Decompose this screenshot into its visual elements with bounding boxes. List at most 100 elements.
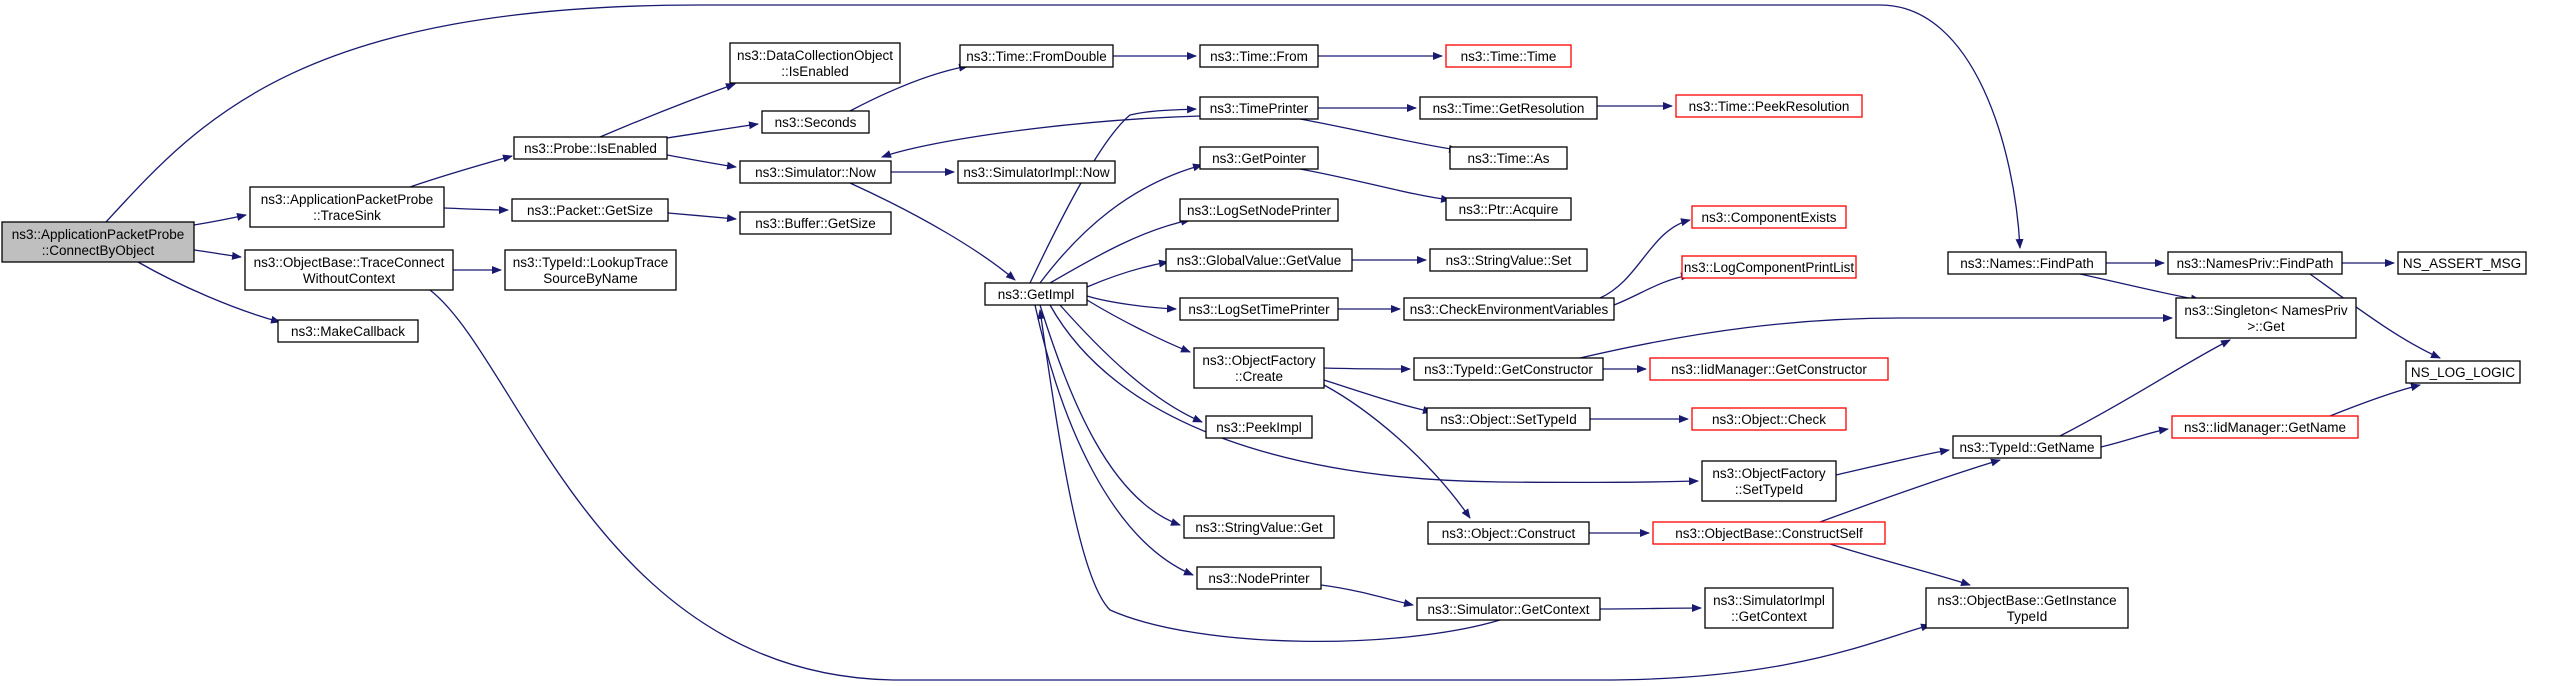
node-timefrom[interactable]: ns3::Time::From: [1199, 44, 1319, 68]
node-box-ptracquire: [1445, 197, 1572, 221]
node-box-dcoenabled: [729, 42, 901, 84]
node-label: ns3::Time::From: [1210, 49, 1308, 64]
node-packetgetsize[interactable]: ns3::Packet::GetSize: [511, 198, 669, 222]
node-probeenabled[interactable]: ns3::Probe::IsEnabled: [513, 136, 668, 160]
node-timeprinter[interactable]: ns3::TimePrinter: [1199, 96, 1319, 120]
edge-namesfindpath-to-singletonget: [2079, 273, 2201, 303]
node-label: NS_ASSERT_MSG: [2403, 256, 2521, 271]
node-seconds[interactable]: ns3::Seconds: [761, 110, 870, 134]
node-box-timepeekres: [1675, 94, 1863, 118]
node-componentexists[interactable]: ns3::ComponentExists: [1691, 205, 1847, 229]
node-ptracquire[interactable]: ns3::Ptr::Acquire: [1445, 197, 1572, 221]
node-timefromdouble[interactable]: ns3::Time::FromDouble: [959, 44, 1114, 68]
node-box-singletonget: [2175, 297, 2357, 339]
edge-getimpl-to-stringvalueget: [1039, 304, 1181, 526]
node-objcheck[interactable]: ns3::Object::Check: [1691, 407, 1847, 431]
node-iidgetname[interactable]: ns3::IidManager::GetName: [2171, 415, 2359, 439]
node-box-lookuptrace: [504, 249, 677, 291]
node-timetime[interactable]: ns3::Time::Time: [1445, 44, 1572, 68]
node-namesprivfindpath[interactable]: ns3::NamesPriv::FindPath: [2167, 251, 2343, 275]
node-box-getpointer: [1199, 146, 1319, 170]
node-typeidgetctor[interactable]: ns3::TypeId::GetConstructor: [1413, 357, 1604, 381]
node-stringvalueset[interactable]: ns3::StringValue::Set: [1429, 248, 1588, 272]
node-buffergetsize[interactable]: ns3::Buffer::GetSize: [739, 211, 892, 235]
node-label: ns3::Simulator::Now: [755, 165, 876, 180]
edge-typeidgetname-to-singletonget: [2059, 339, 2231, 437]
node-dcoenabled[interactable]: ns3::DataCollectionObject::IsEnabled: [729, 42, 901, 84]
node-label: ns3::Object::SetTypeId: [1440, 412, 1577, 427]
node-root[interactable]: ns3::ApplicationPacketProbe::ConnectByOb…: [1, 221, 195, 263]
node-label: ns3::TypeId::GetConstructor: [1424, 362, 1593, 377]
node-label: ns3::ComponentExists: [1701, 210, 1836, 225]
node-box-nodeprinter: [1196, 566, 1322, 590]
node-label: ::ConnectByObject: [42, 243, 155, 258]
node-timegetres[interactable]: ns3::Time::GetResolution: [1419, 96, 1598, 120]
node-makecallback[interactable]: ns3::MakeCallback: [277, 319, 419, 343]
node-box-buffergetsize: [739, 211, 892, 235]
edge-nodeprinter-to-simgetcontext: [1320, 584, 1414, 607]
node-box-constructself: [1652, 521, 1886, 545]
edge-objfactorysettypeid-to-typeidgetname: [1835, 447, 1950, 476]
node-label: ns3::Packet::GetSize: [527, 203, 653, 218]
edge-getimpl-to-globalvalue: [1086, 259, 1169, 288]
node-constructself[interactable]: ns3::ObjectBase::ConstructSelf: [1652, 521, 1886, 545]
node-box-root: [1, 221, 195, 263]
node-label: WithoutContext: [303, 271, 396, 286]
node-tracesink[interactable]: ns3::ApplicationPacketProbe::TraceSink: [249, 186, 445, 228]
edge-root-to-makecallback: [137, 261, 281, 324]
node-simimplgetcontext[interactable]: ns3::SimulatorImpl::GetContext: [1704, 587, 1834, 629]
node-box-componentexists: [1691, 205, 1847, 229]
node-logcompprint[interactable]: ns3::LogComponentPrintList: [1681, 255, 1857, 279]
node-getimpl[interactable]: ns3::GetImpl: [984, 282, 1088, 306]
node-namesfindpath[interactable]: ns3::Names::FindPath: [1947, 251, 2107, 275]
node-nodeprinter[interactable]: ns3::NodePrinter: [1196, 566, 1322, 590]
node-label: ns3::Object::Check: [1712, 412, 1826, 427]
edge-getimpl-to-objfactorysettypeid: [1049, 304, 1699, 486]
node-simimplnow[interactable]: ns3::SimulatorImpl::Now: [957, 160, 1116, 184]
node-box-objfactorysettypeid: [1701, 460, 1837, 502]
edge-timeprinter-to-timeas: [1299, 118, 1459, 153]
node-simnow[interactable]: ns3::Simulator::Now: [739, 160, 892, 184]
node-label: ns3::TypeId::GetName: [1959, 440, 2094, 455]
node-typeidgetname[interactable]: ns3::TypeId::GetName: [1952, 435, 2102, 459]
node-label: ::IsEnabled: [781, 64, 849, 79]
node-label: NS_LOG_LOGIC: [2411, 365, 2516, 380]
node-checkenv[interactable]: ns3::CheckEnvironmentVariables: [1403, 297, 1615, 321]
node-simgetcontext[interactable]: ns3::Simulator::GetContext: [1416, 597, 1601, 621]
node-globalvalue[interactable]: ns3::GlobalValue::GetValue: [1165, 248, 1353, 272]
node-box-seconds: [761, 110, 870, 134]
node-objconstruct[interactable]: ns3::Object::Construct: [1427, 521, 1590, 545]
node-traceconnect[interactable]: ns3::ObjectBase::TraceConnectWithoutCont…: [244, 249, 454, 291]
node-timepeekres[interactable]: ns3::Time::PeekResolution: [1675, 94, 1863, 118]
node-box-simnow: [739, 160, 892, 184]
edge-getimpl-to-logsetnodeprinter: [1049, 217, 1191, 284]
edge-checkenv-to-componentexists: [1599, 218, 1691, 299]
node-logsettimeprinter[interactable]: ns3::LogSetTimePrinter: [1179, 297, 1339, 321]
edge-objfactorycreate-to-objconstruct: [1323, 384, 1471, 519]
edge-getimpl-to-timeprinter: [1029, 105, 1197, 284]
node-getpointer[interactable]: ns3::GetPointer: [1199, 146, 1319, 170]
node-objfactorycreate[interactable]: ns3::ObjectFactory::Create: [1193, 347, 1325, 389]
node-label: ns3::SimulatorImpl::Now: [963, 165, 1110, 180]
node-label: ns3::GetPointer: [1212, 151, 1306, 166]
node-iidgetctor[interactable]: ns3::IidManager::GetConstructor: [1649, 357, 1889, 381]
node-box-getimpl: [984, 282, 1088, 306]
edge-simgetcontext-to-simimplgetcontext: [1599, 604, 1702, 613]
node-logsetnodeprinter[interactable]: ns3::LogSetNodePrinter: [1179, 198, 1339, 222]
node-box-timegetres: [1419, 96, 1598, 120]
node-label: TypeId: [2007, 609, 2048, 624]
node-objfactorysettypeid[interactable]: ns3::ObjectFactory::SetTypeId: [1701, 460, 1837, 502]
edge-probeenabled-to-dcoenabled: [599, 83, 736, 138]
node-stringvalueget[interactable]: ns3::StringValue::Get: [1183, 515, 1335, 539]
edge-timeprinter-to-simnow: [881, 115, 1201, 158]
node-objsettypeid[interactable]: ns3::Object::SetTypeId: [1426, 407, 1591, 431]
edge-probeenabled-to-simnow: [666, 154, 737, 170]
node-nsassert[interactable]: NS_ASSERT_MSG: [2397, 251, 2527, 275]
node-nsloglogic[interactable]: NS_LOG_LOGIC: [2405, 360, 2521, 384]
node-peekimpl[interactable]: ns3::PeekImpl: [1205, 415, 1313, 439]
node-timeas[interactable]: ns3::Time::As: [1449, 146, 1568, 170]
node-singletonget[interactable]: ns3::Singleton< NamesPriv>::Get: [2175, 297, 2357, 339]
node-label: ns3::Names::FindPath: [1960, 256, 2094, 271]
